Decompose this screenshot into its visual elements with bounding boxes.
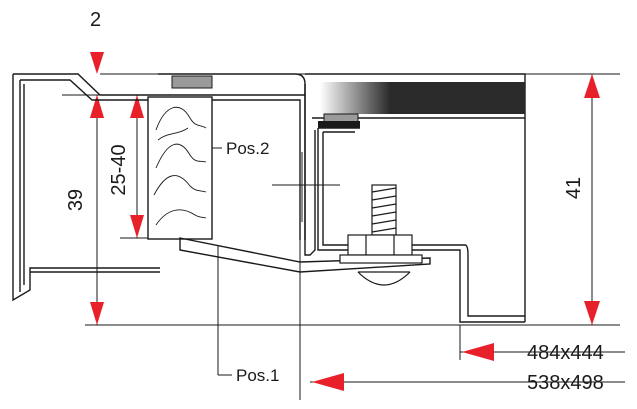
bolt <box>339 184 423 286</box>
arrow-538x498 <box>312 373 344 391</box>
arrow-39-top <box>90 95 104 118</box>
label-pos1: Pos.1 <box>236 366 279 385</box>
arrow-25-40-top <box>130 95 144 118</box>
spacer-block-top <box>171 75 213 89</box>
glass-panel <box>312 82 525 119</box>
label-cutout-538x498: 538x498 <box>527 372 604 394</box>
label-cutout-484x444: 484x444 <box>527 342 604 364</box>
arrow-39-bottom <box>90 302 104 325</box>
label-compression-range: 25-40 <box>108 144 130 195</box>
label-height-39: 39 <box>65 189 87 211</box>
arrow-484x444 <box>462 343 494 361</box>
seal-strip <box>318 121 360 128</box>
dimension-arrows <box>90 52 600 391</box>
insulation-block <box>147 96 213 240</box>
label-gap: 2 <box>90 9 101 31</box>
arrow-41-bottom <box>584 301 600 325</box>
label-pos2: Pos.2 <box>226 139 269 158</box>
label-frame-height-41: 41 <box>563 177 585 199</box>
arrow-41-top <box>584 74 600 98</box>
arrow-gap-top <box>90 52 104 74</box>
arrow-25-40-bottom <box>130 215 144 238</box>
sloped-plate <box>179 237 431 273</box>
